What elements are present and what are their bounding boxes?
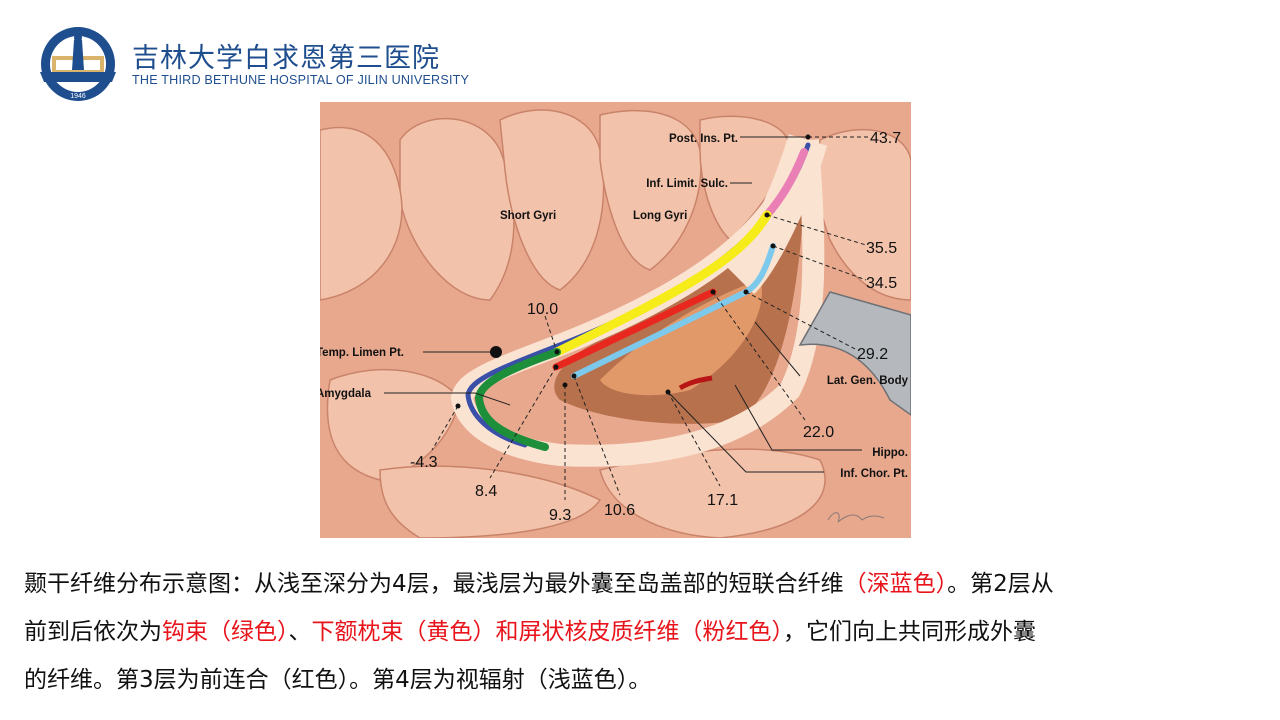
caption-text: 的纤维。第3层为前连合（红色）。第4层为视辐射（浅蓝色）。 bbox=[24, 667, 652, 693]
temporal-stem-fiber-diagram: Post. Ins. Pt. Inf. Limit. Sulc. Short G… bbox=[320, 102, 911, 538]
label-post-ins-pt: Post. Ins. Pt. bbox=[669, 133, 738, 145]
yellow-fiber bbox=[552, 210, 772, 357]
green-fiber bbox=[474, 348, 561, 451]
caption-line-1: 颞干纤维分布示意图：从浅至深分为4层，最浅层为最外囊至岛盖部的短联合纤维（深蓝色… bbox=[24, 560, 1264, 608]
label-inf-chor-pt: Inf. Chor. Pt. bbox=[840, 468, 908, 480]
caption-text: ，它们向上共同形成外囊 bbox=[783, 619, 1036, 645]
caption-text: 。第2层从 bbox=[947, 571, 1054, 597]
leader-lines bbox=[384, 136, 868, 500]
value-10-0: 10.0 bbox=[527, 301, 558, 318]
caption-highlight: （深蓝色） bbox=[843, 571, 948, 597]
caption-line-2: 前到后依次为钩束（绿色）、下额枕束（黄色）和屏状核皮质纤维（粉红色），它们向上共… bbox=[24, 608, 1264, 656]
value-10-6: 10.6 bbox=[604, 502, 635, 519]
hospital-name-cn: 吉林大学白求恩第三医院 bbox=[132, 43, 440, 74]
hospital-logo: 1946 bbox=[40, 27, 116, 101]
caption-highlight: 钩束（绿色） bbox=[162, 619, 289, 645]
caption-text: 、 bbox=[288, 619, 312, 645]
caption-highlight: 下额枕束（黄色）和屏状核皮质纤维（粉红色） bbox=[311, 619, 784, 645]
figure-caption: 颞干纤维分布示意图：从浅至深分为4层，最浅层为最外囊至岛盖部的短联合纤维（深蓝色… bbox=[24, 560, 1264, 704]
label-amygdala: Amygdala bbox=[320, 388, 372, 400]
value-8-4: 8.4 bbox=[475, 483, 497, 500]
choroidal-artery bbox=[678, 375, 713, 391]
caption-line-3: 的纤维。第3层为前连合（红色）。第4层为视辐射（浅蓝色）。 bbox=[24, 656, 1264, 704]
label-inf-limit-sulc: Inf. Limit. Sulc. bbox=[646, 178, 728, 190]
label-lat-gen-body: Lat. Gen. Body bbox=[827, 375, 909, 387]
caption-text: 前到后依次为 bbox=[24, 619, 162, 645]
red-fiber bbox=[552, 288, 717, 371]
artist-signature bbox=[827, 512, 885, 523]
value-9-3: 9.3 bbox=[549, 507, 571, 524]
label-hippo: Hippo. bbox=[872, 447, 908, 459]
value-minus-4-3: -4.3 bbox=[410, 454, 438, 471]
value-22-0: 22.0 bbox=[803, 424, 834, 441]
value-43-7: 43.7 bbox=[870, 130, 901, 147]
retractor bbox=[798, 291, 911, 416]
label-long-gyri: Long Gyri bbox=[633, 210, 687, 222]
value-17-1: 17.1 bbox=[707, 492, 738, 509]
value-35-5: 35.5 bbox=[866, 240, 897, 257]
choroid-plexus bbox=[600, 280, 762, 396]
value-29-2: 29.2 bbox=[857, 346, 888, 363]
gyri bbox=[320, 109, 911, 538]
pink-fiber bbox=[763, 148, 808, 219]
hospital-name-en: THE THIRD BETHUNE HOSPITAL OF JILIN UNIV… bbox=[132, 73, 470, 87]
temporal-limen-point-marker bbox=[490, 346, 502, 358]
caption-text: 颞干纤维分布示意图：从浅至深分为4层，最浅层为最外囊至岛盖部的短联合纤维 bbox=[24, 571, 844, 597]
logo-year: 1946 bbox=[70, 93, 86, 100]
value-34-5: 34.5 bbox=[866, 275, 897, 292]
measurement-point-markers bbox=[455, 134, 811, 409]
label-short-gyri: Short Gyri bbox=[500, 210, 556, 222]
label-temp-limen-pt: Temp. Limen Pt. bbox=[320, 347, 404, 359]
